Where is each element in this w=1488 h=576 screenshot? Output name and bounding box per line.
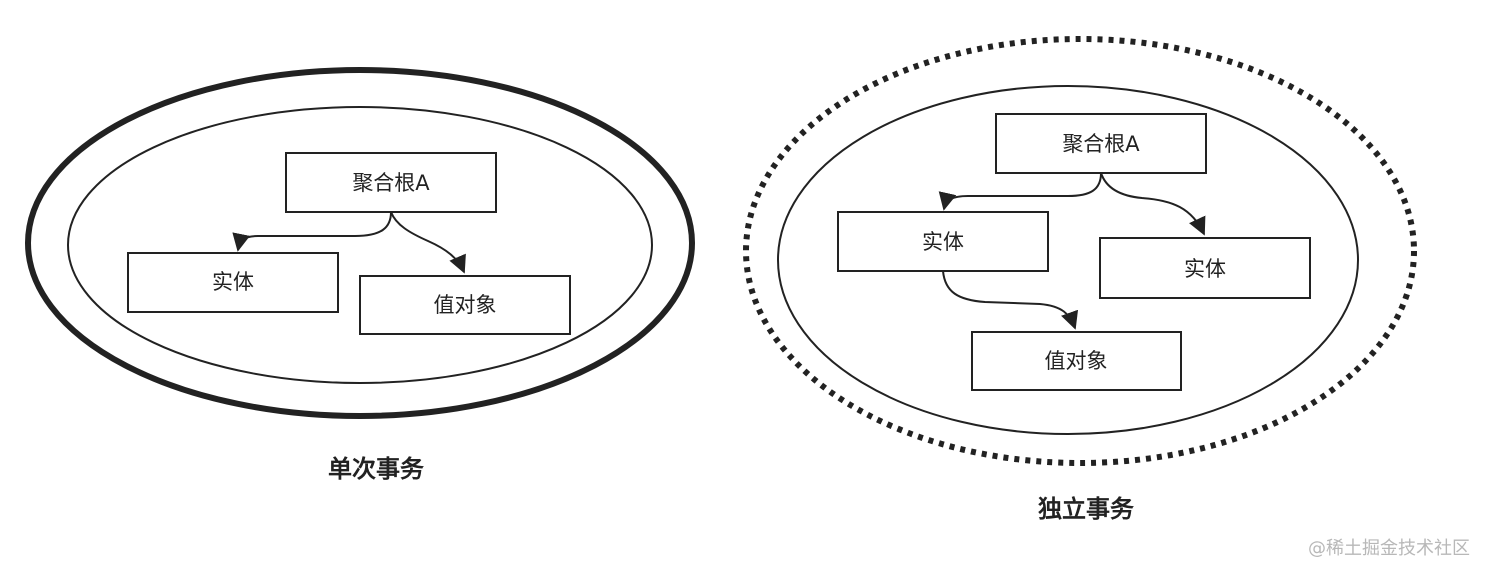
left-inner-boundary <box>67 106 653 384</box>
right-diagram: 聚合根A 实体 实体 值对象 独立事务 <box>743 36 1417 523</box>
right-root-to-entity-2-arrow <box>1100 172 1206 236</box>
right-root-to-entity-1-arrow <box>938 172 1102 211</box>
right-entity-2-label: 实体 <box>1184 257 1226 281</box>
watermark-text: @稀土掘金技术社区 <box>1308 538 1470 559</box>
right-entity-1-to-value-object-arrow <box>942 270 1079 330</box>
left-value-object-label: 值对象 <box>434 293 497 317</box>
right-value-object-node: 值对象 <box>971 331 1182 391</box>
right-entity-node-2: 实体 <box>1099 237 1311 299</box>
right-inner-boundary <box>777 85 1359 435</box>
right-outer-boundary <box>743 36 1417 466</box>
left-root-node: 聚合根A <box>285 152 497 213</box>
left-root-label: 聚合根A <box>352 171 430 195</box>
right-root-label: 聚合根A <box>1062 132 1140 156</box>
right-entity-node-1: 实体 <box>837 211 1049 272</box>
left-value-object-node: 值对象 <box>359 275 571 335</box>
left-root-to-entity-arrow <box>232 211 392 252</box>
right-root-node: 聚合根A <box>995 113 1207 174</box>
left-outer-boundary <box>25 67 695 419</box>
left-entity-node: 实体 <box>127 252 339 313</box>
left-caption: 单次事务 <box>328 455 425 483</box>
right-caption: 独立事务 <box>1038 495 1135 523</box>
right-entity-1-label: 实体 <box>922 230 964 254</box>
left-entity-label: 实体 <box>212 270 254 294</box>
left-root-to-value-object-arrow <box>390 211 466 274</box>
right-value-object-label: 值对象 <box>1045 349 1108 373</box>
left-diagram: 聚合根A 实体 值对象 单次事务 <box>25 67 695 483</box>
